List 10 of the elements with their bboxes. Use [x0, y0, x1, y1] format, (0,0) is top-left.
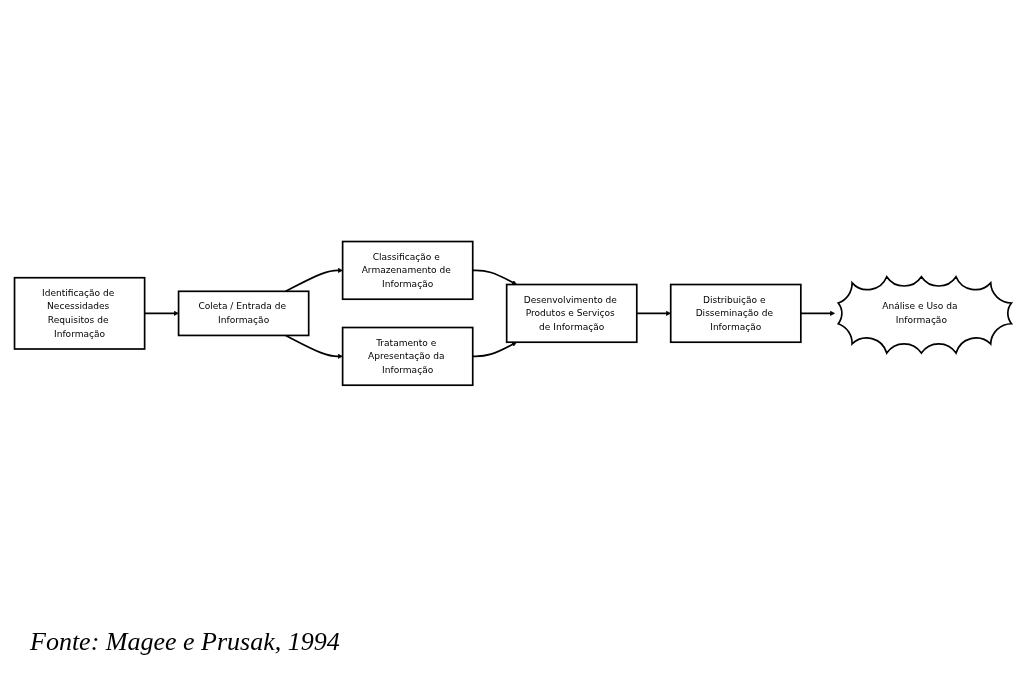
arrow: [284, 268, 343, 293]
node-box: Identificação de Necessidades Requisitos de Informação: [13, 277, 146, 350]
node-box: Classificação e Armazenamento de Informação: [341, 240, 474, 301]
node-box: Tratamento e Apresentação da Informação: [341, 326, 474, 387]
source-caption: Fonte: Magee e Prusak, 1994: [29, 627, 341, 658]
arrow: [800, 311, 835, 316]
node-box: Coleta / Entrada de Informação: [177, 290, 310, 337]
node-box: Desenvolvimento de Produtos e Serviços de Informação: [505, 283, 638, 344]
arrow: [284, 334, 343, 359]
node-box: Distribuição e Disseminação de Informação: [669, 283, 802, 344]
